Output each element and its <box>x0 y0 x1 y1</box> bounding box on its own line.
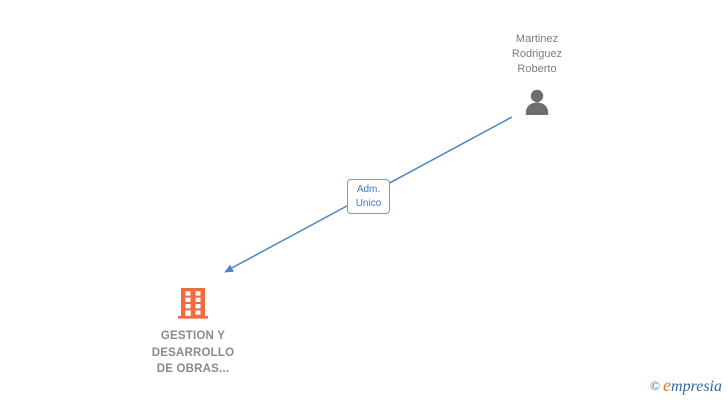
company-name-line: GESTION Y <box>160 330 226 342</box>
person-name-line: Roberto <box>517 63 557 75</box>
person-node[interactable]: Martinez Rodriguez Roberto <box>477 32 597 124</box>
building-icon <box>178 288 208 319</box>
person-icon <box>525 89 549 115</box>
brand-name-tail: mpresia <box>671 378 722 395</box>
copyright-icon: © <box>650 378 661 393</box>
company-node[interactable]: GESTION Y DESARROLLO DE OBRAS... <box>123 287 263 378</box>
relationship-label-line: Adm. <box>356 183 381 195</box>
company-name-line: DE OBRAS... <box>156 363 230 375</box>
brand-watermark[interactable]: ©empresia <box>650 375 722 396</box>
person-name-line: Martinez <box>515 33 559 45</box>
relationship-label: Adm. Unico <box>347 179 390 214</box>
brand-name-head: e <box>663 375 672 395</box>
person-name-line: Rodriguez <box>511 48 563 60</box>
company-name: GESTION Y DESARROLLO DE OBRAS... <box>123 328 263 378</box>
person-name: Martinez Rodriguez Roberto <box>477 32 597 77</box>
arrowhead-icon <box>224 264 234 273</box>
relationship-label-line: Unico <box>355 197 382 209</box>
company-name-line: DESARROLLO <box>151 346 235 359</box>
